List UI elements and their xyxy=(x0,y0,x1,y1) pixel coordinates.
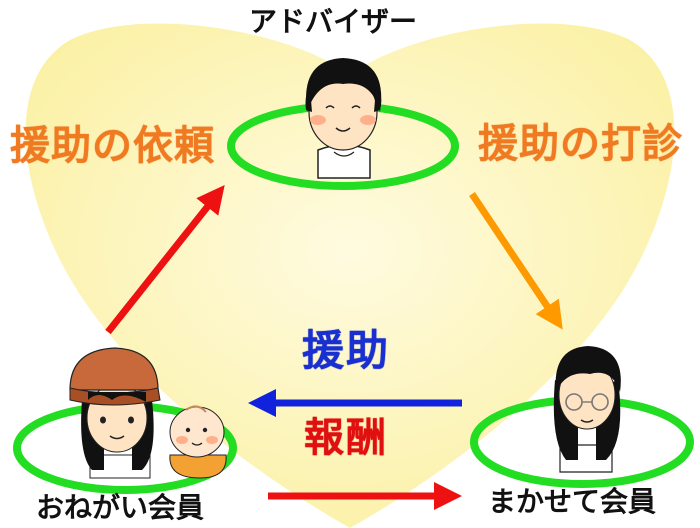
baby-avatar xyxy=(169,405,227,479)
propose-help-label: 援助の打診 xyxy=(478,121,683,167)
adviser-avatar xyxy=(305,58,382,179)
helper-label: まかせて会員 xyxy=(488,485,657,518)
reward-label: 報酬 xyxy=(304,415,388,461)
arrow-request xyxy=(105,185,225,335)
help-label: 援助 xyxy=(302,326,391,375)
arrow-propose xyxy=(469,192,563,330)
requester-label: おねがい会員 xyxy=(36,491,205,524)
adviser-label: アドバイザー xyxy=(249,5,418,38)
requester-avatar xyxy=(69,347,161,479)
background-heart xyxy=(25,23,675,528)
request-help-label: 援助の依頼 xyxy=(10,123,215,169)
helper-avatar xyxy=(553,346,621,473)
